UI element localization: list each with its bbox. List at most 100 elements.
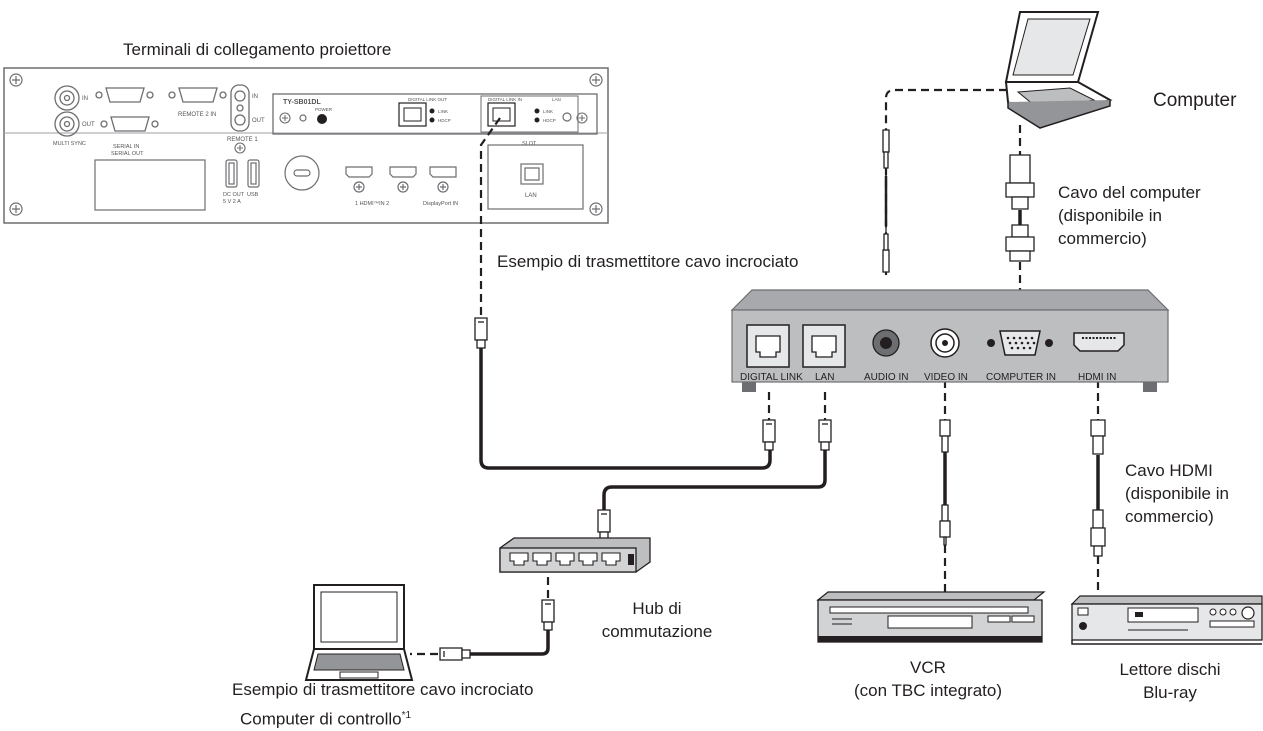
cable-connectors xyxy=(439,129,1106,661)
switching-hub-label: Hub di commutazione xyxy=(597,597,717,643)
bluray-line1: Lettore dischi xyxy=(1119,660,1221,679)
control-transmitter-caption: Esempio di trasmettitore cavo incrociato xyxy=(232,680,534,699)
switching-hub-icon xyxy=(499,537,651,573)
hdcp-label-out: HDCP xyxy=(438,118,451,123)
digital-link-out-port xyxy=(398,102,435,127)
hdmi-displayport-inputs xyxy=(345,166,457,193)
control-computer-label: Computer di controllo*1 xyxy=(240,704,411,731)
bluray-line2: Blu-ray xyxy=(1143,683,1197,702)
remote-1-label: REMOTE 1 xyxy=(227,137,258,143)
link-label-out: LINK xyxy=(438,109,448,114)
rca-plug-bottom xyxy=(939,504,951,546)
remote-1-out-label: OUT xyxy=(252,118,265,124)
port-audio-in-label: AUDIO IN xyxy=(864,372,908,383)
digital-link-cable xyxy=(479,348,772,470)
transmitter-caption: Esempio di trasmettitore cavo incrociato xyxy=(497,252,799,271)
audio-plug-bottom xyxy=(882,226,890,273)
lan-section xyxy=(487,144,584,210)
projector-terminals-title: Terminali di collegamento proiettore xyxy=(123,40,392,59)
computer-cable-label: Cavo del computer (disponibile in commer… xyxy=(1058,181,1201,250)
digital-link-in-port xyxy=(487,102,540,127)
projector-lan-port xyxy=(520,163,544,185)
transmitter-hdmi-port xyxy=(1073,332,1125,352)
rj45-connector-lan xyxy=(818,419,832,451)
vcr-label: VCR (con TBC integrato) xyxy=(803,656,1053,702)
rj45-connector-dl xyxy=(762,419,776,451)
digital-link-in-label: DIGITAL LINK IN xyxy=(488,97,522,102)
slot-label: SLOT xyxy=(522,141,537,147)
control-computer-text: Computer di controllo xyxy=(240,709,402,729)
blank-cover xyxy=(94,159,206,211)
port-hdmi-in-label: HDMI IN xyxy=(1078,372,1116,383)
vcr-line1: VCR xyxy=(910,658,946,677)
link-label-in: LINK xyxy=(543,109,553,114)
transmitter-video-jack xyxy=(930,328,960,358)
bluray-label: Lettore dischi Blu-ray xyxy=(1100,658,1240,704)
digital-link-out-label: DIGITAL LINK OUT xyxy=(408,97,447,102)
hdmi-plug-top xyxy=(1090,419,1106,455)
control-computer-icon xyxy=(304,584,414,681)
computer-cable-line3: commercio) xyxy=(1058,229,1147,248)
vga-plug-bottom xyxy=(1005,224,1035,262)
computer-cable-line2: (disponibile in xyxy=(1058,206,1162,225)
hdmi-cable-label: Cavo HDMI (disponibile in commercio) xyxy=(1125,459,1229,528)
hub-line2: commutazione xyxy=(601,622,713,641)
board-divider xyxy=(480,95,579,133)
sensor-window xyxy=(284,155,320,191)
transmitter-lan-cable xyxy=(602,448,827,510)
panel-screws xyxy=(9,73,603,216)
rj45-connector-hub xyxy=(597,509,611,541)
projector-lan-label: LAN xyxy=(525,193,537,199)
serial-out-label: SERIAL OUT xyxy=(111,151,144,157)
computer-cable-line1: Cavo del computer xyxy=(1058,183,1201,202)
hdmi-in-label: 1 HDMI™IN 2 xyxy=(355,201,389,207)
board-knob xyxy=(562,112,572,122)
audio-plug-top xyxy=(882,129,890,176)
ground-screw-icon xyxy=(234,142,246,154)
transmitter-digital-link-port xyxy=(746,324,790,368)
multisync-bnc-connectors xyxy=(54,85,80,137)
transmitter-audio-jack xyxy=(872,329,900,357)
transmitter-computer-in-port xyxy=(987,330,1053,356)
board-screw-icon xyxy=(279,112,588,124)
serial-remote-dsub-ports xyxy=(95,87,227,132)
port-computer-in-label: COMPUTER IN xyxy=(986,372,1056,383)
remote-1-in-label: IN xyxy=(252,94,258,100)
dc-out-usb-ports xyxy=(225,159,260,188)
dc-out-label: DC OUT xyxy=(223,192,245,198)
computer-audio-dashed xyxy=(884,88,1007,275)
power-button xyxy=(317,114,327,124)
port-lan-label: LAN xyxy=(815,372,834,383)
vcr-icon xyxy=(816,591,1046,643)
hub-line1: Hub di xyxy=(632,599,682,618)
hdmi-cable-line3: commercio) xyxy=(1125,507,1214,526)
cables xyxy=(410,88,1100,656)
bluray-player-icon xyxy=(1070,595,1263,645)
computer-label: Computer xyxy=(1153,90,1237,111)
digital-link-board xyxy=(272,93,598,135)
multisync-out-label: OUT xyxy=(82,122,95,128)
projector-terminal-panel: IN OUT MULTI SYNC REMOTE 2 IN SERIAL IN … xyxy=(3,67,609,224)
vcr-line2: (con TBC integrato) xyxy=(853,681,1003,700)
rj45-connector-control xyxy=(439,647,471,661)
hub-control-cable xyxy=(470,630,550,656)
rj45-connector-projector xyxy=(474,317,488,349)
rca-plug-top xyxy=(939,419,951,453)
multisync-label: MULTI SYNC xyxy=(53,141,86,147)
board-model-label: TY-SB01DL xyxy=(283,99,321,106)
port-digital-link-label: DIGITAL LINK xyxy=(740,372,803,383)
usb-label: USB xyxy=(247,192,259,198)
laptop-computer-icon xyxy=(1004,11,1113,129)
remote-2-in-label: REMOTE 2 IN xyxy=(178,112,216,118)
twisted-pair-transmitter: DIGITAL LINK LAN AUDIO IN VIDEO IN COMPU… xyxy=(730,289,1170,392)
hdmi-cable-line1: Cavo HDMI xyxy=(1125,461,1213,480)
power-label: POWER xyxy=(315,107,333,112)
dc-out-rating-label: 5 V 2 A xyxy=(223,199,241,205)
serial-in-label: SERIAL IN xyxy=(113,144,139,150)
power-indicator xyxy=(299,114,307,122)
lan-small-label: LAN xyxy=(552,97,561,102)
vga-plug-top xyxy=(1005,154,1035,210)
rj45-connector-hub-control xyxy=(541,599,555,631)
port-video-in-label: VIDEO IN xyxy=(924,372,968,383)
